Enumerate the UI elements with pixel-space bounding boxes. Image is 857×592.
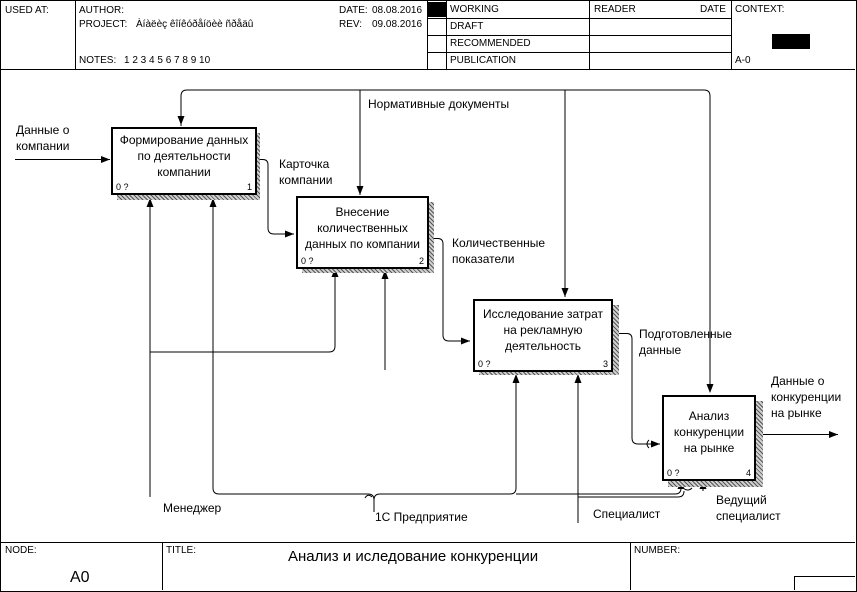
label-quantitative: Количественные показатели — [452, 236, 545, 266]
context-label: CONTEXT: — [735, 4, 785, 15]
activity-box-1-title: Формирование данных по деятельности комп… — [119, 133, 249, 179]
project-value: Àíàëèç êîíêóðåíöèè ñðåäû — [136, 19, 254, 30]
activity-box-4-number: 4 — [745, 468, 751, 478]
date-label: DATE: — [339, 5, 368, 16]
rev-label: REV: — [339, 19, 362, 30]
label-lead-specialist: Ведущий специалист — [716, 493, 781, 523]
label-manager: Менеджер — [163, 501, 222, 515]
activity-box-2[interactable]: Внесение количественных данных по компан… — [296, 196, 429, 269]
activity-box-3[interactable]: Исследование затрат на рекламную деятель… — [473, 299, 613, 372]
activity-box-2-title: Внесение количественных данных по компан… — [305, 205, 420, 251]
label-input-data: Данные о компании — [16, 123, 70, 153]
rev-value: 09.08.2016 — [372, 19, 423, 30]
activity-box-2-number: 2 — [418, 256, 424, 266]
activity-box-4-cost: 0 ? — [667, 468, 680, 478]
activity-box-3-title: Исследование затрат на рекламную деятель… — [483, 307, 603, 353]
node-value: A0 — [70, 569, 90, 586]
node-ref: A-0 — [735, 55, 751, 66]
reader-date-label: DATE — [700, 4, 726, 15]
notes-label: NOTES: — [79, 55, 117, 66]
activity-box-4-title: Анализ конкуренции на рынке — [673, 409, 745, 455]
label-1c: 1С Предприятие — [375, 510, 468, 524]
node-label: NODE: — [5, 545, 37, 556]
activity-box-1-cost: 0 ? — [116, 182, 129, 192]
title-label: TITLE: — [166, 545, 197, 556]
activity-box-3-cost: 0 ? — [478, 359, 491, 369]
status-draft: DRAFT — [450, 21, 484, 32]
used-at-label: USED AT: — [5, 5, 49, 16]
author-label: AUTHOR: — [79, 5, 124, 16]
date-value: 08.08.2016 — [372, 5, 423, 16]
label-specialist: Специалист — [593, 507, 661, 521]
label-output: Данные о конкуренции на рынке — [771, 374, 842, 420]
status-working: WORKING — [450, 4, 499, 15]
activity-box-1[interactable]: Формирование данных по деятельности комп… — [111, 127, 257, 195]
black-marker — [428, 2, 446, 17]
diagram-title: Анализ и иследование конкуренции — [288, 548, 539, 565]
status-recommended: RECOMMENDED — [450, 38, 531, 49]
label-norm-docs: Нормативные документы — [368, 97, 510, 111]
activity-box-2-cost: 0 ? — [301, 256, 314, 266]
activity-box-3-number: 3 — [602, 359, 608, 369]
notes-values: 1 2 3 4 5 6 7 8 9 10 — [124, 55, 211, 66]
number-label: NUMBER: — [634, 545, 681, 556]
activity-box-4[interactable]: Анализ конкуренции на рынке 0 ? 4 — [662, 395, 756, 481]
label-prepared-data: Подготовленные данные — [639, 327, 732, 357]
context-box — [772, 34, 810, 49]
label-company-card: Карточка компании — [279, 157, 333, 187]
status-publication: PUBLICATION — [450, 55, 516, 66]
reader-label: READER — [594, 4, 636, 15]
activity-box-1-number: 1 — [246, 182, 252, 192]
project-label: PROJECT: — [79, 19, 128, 30]
